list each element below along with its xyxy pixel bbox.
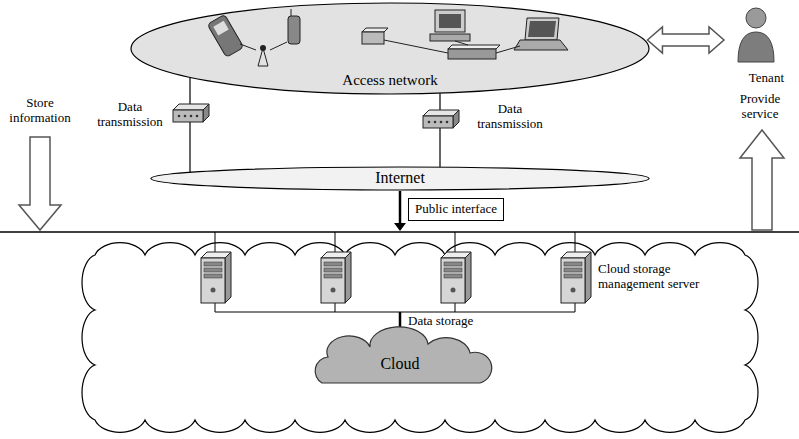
server-icon [441, 252, 471, 303]
edge-label: Data transmission [92, 100, 168, 130]
router-icon [173, 104, 209, 122]
cloud-outline [82, 243, 758, 433]
node-text: Tenant [749, 71, 784, 86]
bus-line [0, 231, 799, 233]
flow-label: Store information [4, 96, 76, 126]
hollow-arrow [740, 130, 784, 230]
server-wires [215, 232, 575, 312]
cloud-shape: Cloud [300, 339, 500, 385]
network-ellipse: Access network [130, 2, 650, 95]
flow-label: Provide service [722, 92, 798, 122]
edge-label: Data transmission [470, 102, 550, 132]
device-icons [207, 9, 568, 66]
hollow-double-arrow [647, 27, 724, 53]
node-text: Cloud [380, 355, 419, 373]
interface-box: Public interface [408, 198, 504, 221]
hollow-arrow [19, 137, 61, 230]
internet-ellipse: Internet [150, 166, 650, 191]
tenant-icon: Tenant [728, 4, 784, 86]
node-text: Internet [375, 169, 425, 187]
router-icon [423, 110, 459, 128]
server-icon [321, 252, 351, 303]
bold-arrow [394, 191, 406, 231]
server-icons [201, 252, 591, 303]
link-line [439, 93, 440, 167]
node-text: Access network [342, 72, 437, 89]
server-icon [561, 252, 591, 303]
server-label: Cloud storage management server [598, 262, 724, 292]
link-line [189, 77, 190, 172]
server-icon [201, 252, 231, 303]
arrow-label: Data storage [408, 314, 498, 329]
node-text: Public interface [415, 202, 497, 217]
